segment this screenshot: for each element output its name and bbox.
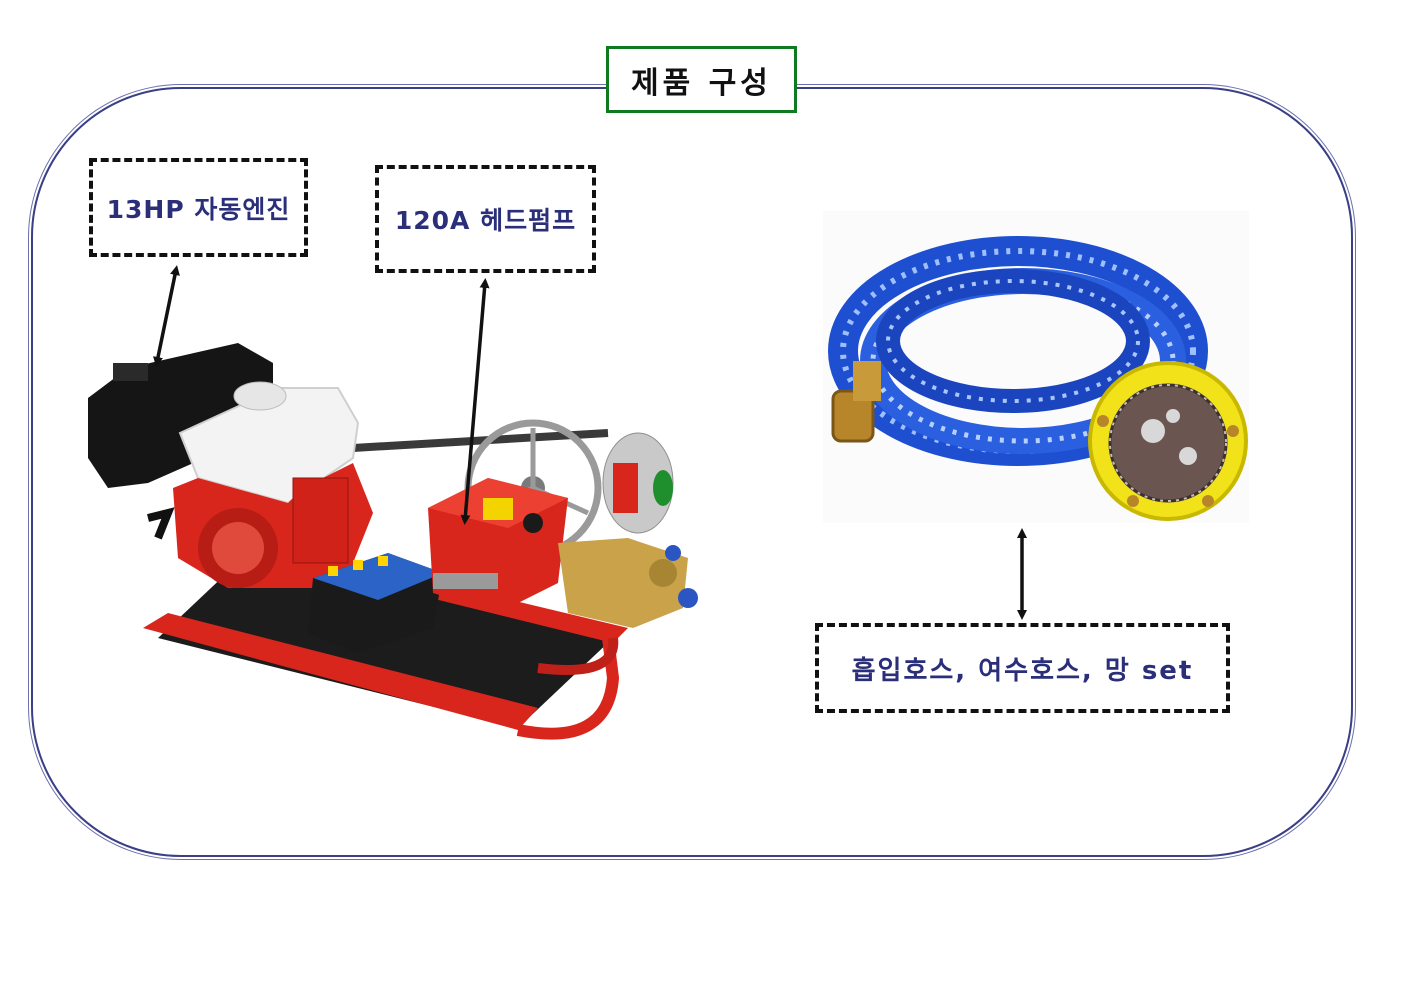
engine-pump-machine-image bbox=[88, 343, 698, 740]
page-title: 제품 구성 bbox=[631, 65, 772, 101]
hose-label: 흡입호스, 여수호스, 망 set bbox=[851, 655, 1194, 686]
engine-arrow bbox=[153, 265, 180, 367]
pump-label: 120A 헤드펌프 bbox=[394, 206, 577, 235]
title-box: 제품 구성 bbox=[606, 46, 797, 113]
hose-label-box: 흡입호스, 여수호스, 망 set bbox=[815, 623, 1230, 713]
engine-label-box: 13HP 자동엔진 bbox=[89, 158, 308, 257]
engine-label: 13HP 자동엔진 bbox=[106, 194, 291, 224]
pump-label-box: 120A 헤드펌프 bbox=[375, 165, 596, 273]
pump-arrow bbox=[460, 278, 490, 525]
suction-hose-set-image bbox=[823, 211, 1249, 523]
